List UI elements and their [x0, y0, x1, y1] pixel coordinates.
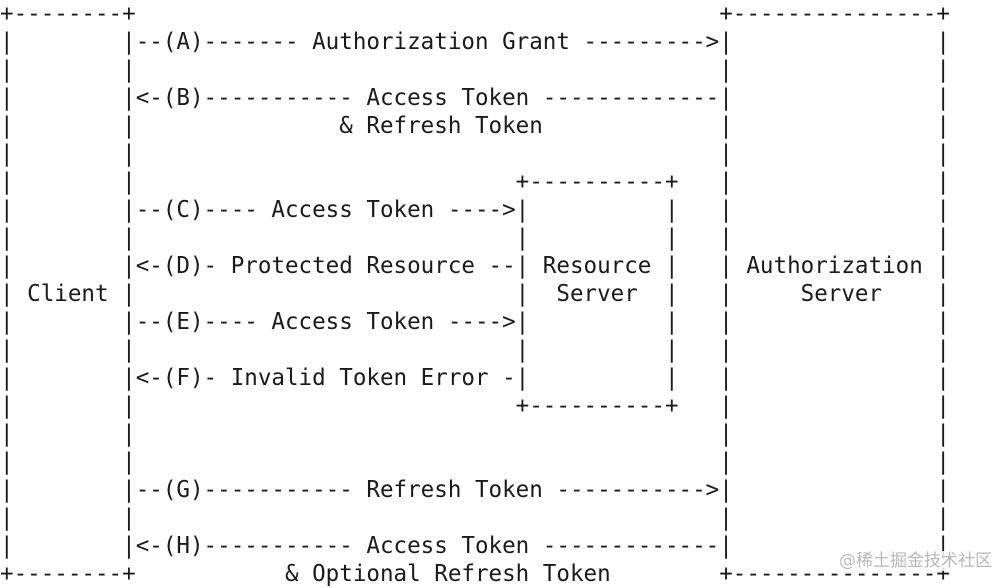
diagram-line-17: | | | | — [0, 449, 950, 475]
diagram-line-15-resource-server-bottom: | | +----------+ | | — [0, 393, 950, 419]
diagram-line-8-access-token-c: | |--(C)---- Access Token ---->| | | | — [0, 197, 950, 223]
diagram-line-12-access-token-e: | |--(E)---- Access Token ---->| | | | — [0, 309, 950, 335]
diagram-line-11-client-label: | Client | | Server | | Server | — [0, 281, 950, 307]
diagram-line-16: | | | | — [0, 421, 950, 447]
diagram-line-19: | | | | — [0, 505, 950, 531]
diagram-line-18-refresh-token-g: | |--(G)----------- Refresh Token ------… — [0, 477, 950, 503]
diagram-line-5-refresh-token: | | & Refresh Token | | — [0, 113, 950, 139]
diagram-line-1: +--------+ +---------------+ — [0, 1, 950, 27]
diagram-line-7-resource-server-top: | | +----------+ | | — [0, 169, 950, 195]
diagram-line-3: | | | | — [0, 57, 950, 83]
diagram-line-9: | | | | | | — [0, 225, 950, 251]
diagram-line-2-authorization-grant: | |--(A)------- Authorization Grant ----… — [0, 29, 950, 55]
watermark-text: @稀土掘金技术社区 — [837, 551, 994, 571]
diagram-line-4-access-token: | |<-(B)----------- Access Token -------… — [0, 85, 950, 111]
oauth2-flow-ascii-diagram: +--------+ +---------------+| |--(A)----… — [0, 1, 950, 587]
diagram-line-20-access-token-h: | |<-(H)----------- Access Token -------… — [0, 533, 950, 559]
diagram-line-21-optional-refresh-token: +--------+ & Optional Refresh Token +---… — [0, 561, 950, 587]
diagram-line-6: | | | | — [0, 141, 950, 167]
diagram-line-10-protected-resource: | |<-(D)- Protected Resource --| Resourc… — [0, 253, 950, 279]
diagram-line-14-invalid-token-error: | |<-(F)- Invalid Token Error -| | | | — [0, 365, 950, 391]
diagram-line-13: | | | | | | — [0, 337, 950, 363]
